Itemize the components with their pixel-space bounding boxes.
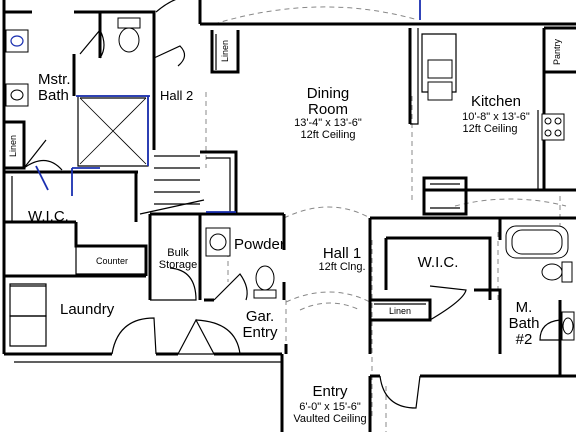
label-pantry: Pantry — [552, 38, 562, 65]
label-dining-dims: 13'-4" x 13'-6" — [294, 117, 362, 129]
label-bulk-2: Storage — [159, 259, 198, 271]
label-mbath2-3: #2 — [516, 331, 533, 348]
label-entry: Entry — [312, 383, 348, 400]
label-hall1-ceiling: 12ft Clng. — [318, 261, 365, 273]
label-wic-right: W.I.C. — [418, 254, 459, 271]
label-kitchen-ceiling: 12ft Ceiling — [462, 123, 517, 135]
label-linen-hall2: Linen — [220, 40, 230, 62]
label-kitchen: Kitchen — [471, 93, 521, 110]
room-labels: Mstr. Bath Linen W.I.C. Counter Laundry … — [8, 38, 562, 425]
label-entry-dims: 6'-0" x 15'-6" — [299, 401, 361, 413]
label-wic-left: W.I.C. — [28, 208, 69, 225]
label-dining-1: Dining — [307, 85, 350, 102]
label-kitchen-dims: 10'-8" x 13'-6" — [462, 111, 530, 123]
label-linen-right: Linen — [389, 306, 411, 316]
label-counter: Counter — [96, 256, 128, 266]
label-linen-left: Linen — [8, 135, 18, 157]
label-hall2: Hall 2 — [160, 88, 193, 103]
label-mstr-bath-2: Bath — [38, 87, 69, 104]
label-dining-2: Room — [308, 101, 348, 118]
label-mbath2-1: M. — [516, 299, 533, 316]
label-gar-entry-1: Gar. — [246, 308, 274, 325]
label-bulk-1: Bulk — [167, 247, 189, 259]
label-powder: Powder — [234, 236, 285, 253]
blue-lines — [35, 0, 421, 213]
label-laundry: Laundry — [60, 301, 115, 318]
label-dining-ceiling: 12ft Ceiling — [300, 129, 355, 141]
label-gar-entry-2: Entry — [242, 324, 278, 341]
label-mbath2-2: Bath — [509, 315, 540, 332]
fixtures — [5, 17, 575, 341]
label-mstr-bath-1: Mstr. — [38, 71, 71, 88]
label-hall1: Hall 1 — [323, 245, 361, 262]
label-entry-ceiling: Vaulted Ceiling — [293, 413, 366, 425]
door-swings — [23, 0, 561, 409]
